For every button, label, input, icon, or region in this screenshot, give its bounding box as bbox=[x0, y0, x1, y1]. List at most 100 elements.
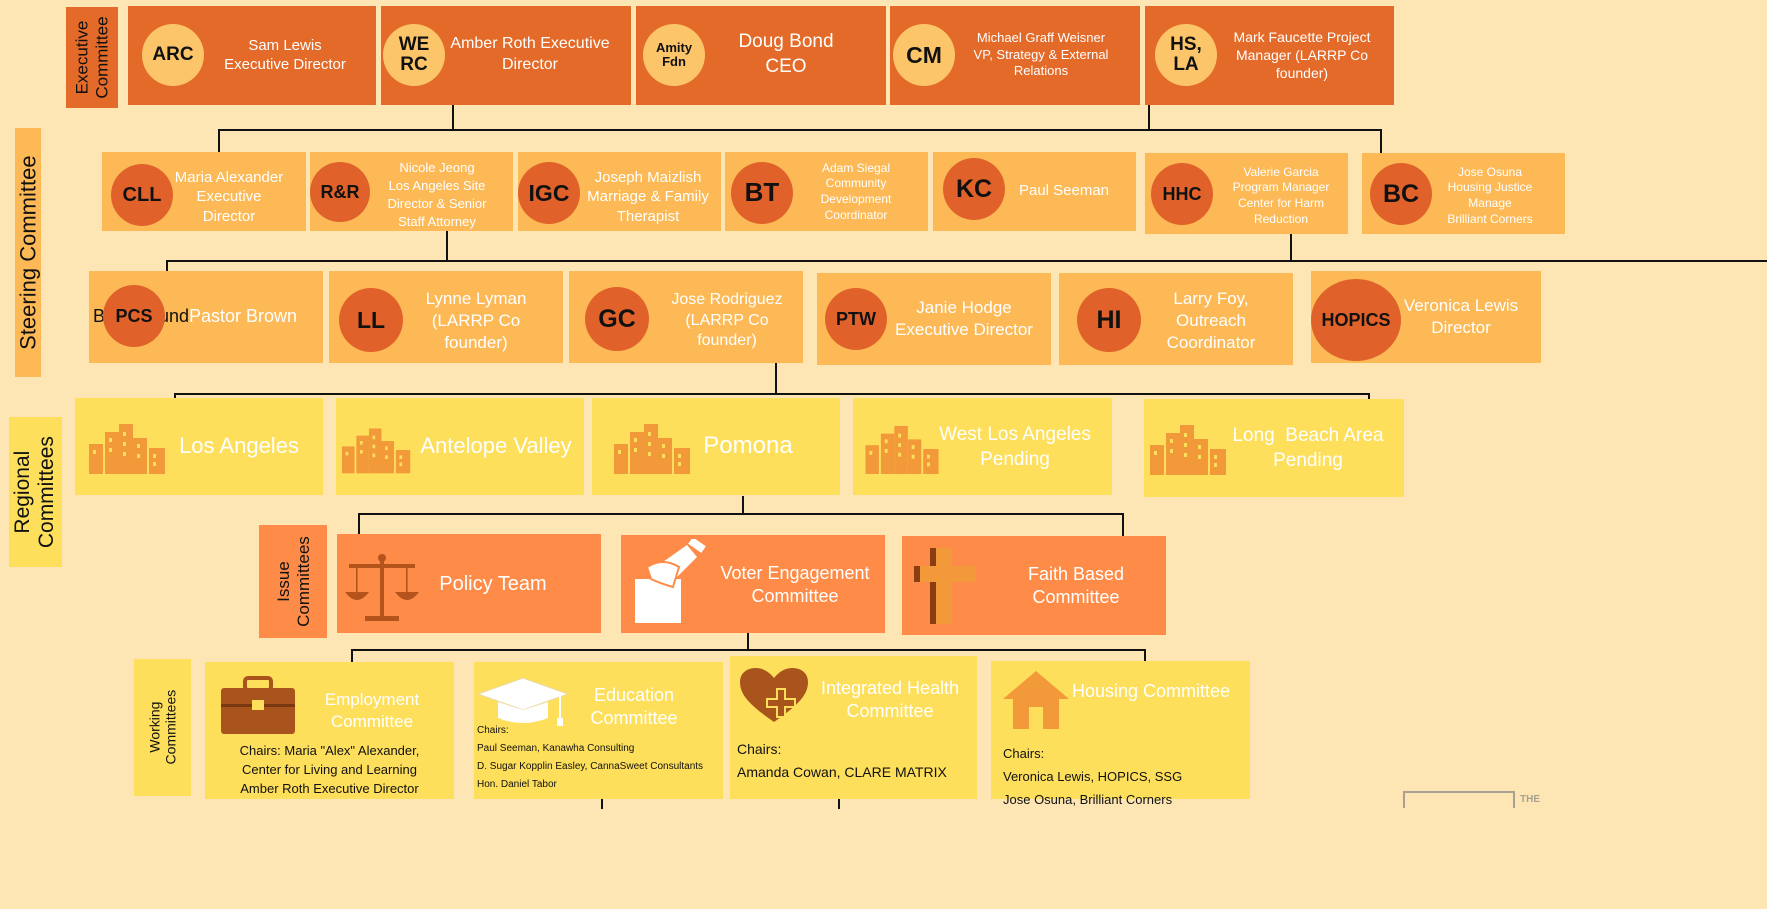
org-badge: ARC bbox=[142, 24, 204, 86]
member-text: Nicole Jeong Los Angeles Site Director &… bbox=[387, 159, 487, 230]
steering-card-ptw: PTW Janie Hodge Executive Director bbox=[817, 273, 1051, 365]
org-badge: GC bbox=[585, 287, 649, 351]
ballot-icon bbox=[635, 539, 706, 623]
briefcase-icon bbox=[221, 676, 295, 734]
member-text: Valerie Garcia Program Manager Center fo… bbox=[1232, 164, 1330, 226]
steering-card-igc: IGC Joseph Maizlish Marriage & Family Th… bbox=[518, 152, 721, 231]
steering-card-rr: R&R Nicole Jeong Los Angeles Site Direct… bbox=[310, 152, 513, 231]
regional-card-long-beach: Long Beach Area Pending bbox=[1144, 399, 1404, 497]
connector-line bbox=[174, 393, 1370, 395]
org-badge: BC bbox=[1370, 163, 1432, 225]
section-executive-label: Executive Committee bbox=[72, 16, 111, 99]
connector-line bbox=[742, 496, 744, 514]
regional-card-los-angeles: Los Angeles bbox=[75, 398, 323, 495]
heart-plus-icon bbox=[740, 668, 808, 722]
connector-line bbox=[1144, 649, 1146, 662]
issue-card-voter: Voter Engagement Committee bbox=[621, 535, 885, 633]
cross-icon bbox=[914, 548, 976, 624]
section-steering: Steering Committee bbox=[15, 128, 41, 377]
connector-line bbox=[1122, 513, 1124, 536]
member-text: Mark Faucette Project Manager (LARRP Co … bbox=[1233, 28, 1371, 82]
working-card-health: Integrated Health Committee Chairs: Aman… bbox=[730, 656, 977, 799]
member-text: Joseph Maizlish Marriage & Family Therap… bbox=[587, 168, 709, 225]
working-card-housing: Housing Committee Chairs: Veronica Lewis… bbox=[991, 661, 1250, 807]
org-badge: HI bbox=[1077, 288, 1141, 352]
city-icon bbox=[342, 428, 411, 474]
steering-card-hopics: HOPICS Veronica Lewis Director bbox=[1311, 271, 1541, 363]
executive-card-werc: WE RC Amber Roth Executive Director bbox=[381, 6, 631, 105]
regional-card-pomona: Pomona bbox=[592, 398, 840, 495]
issue-name: Faith Based Committee bbox=[1027, 563, 1125, 607]
org-badge: HS, LA bbox=[1155, 24, 1217, 86]
regional-card-antelope-valley: Antelope Valley bbox=[336, 398, 584, 495]
region-name: Pomona bbox=[703, 432, 793, 460]
city-icon bbox=[865, 425, 939, 474]
connector-line bbox=[838, 799, 840, 809]
section-working: Working Committees bbox=[134, 659, 191, 796]
city-icon bbox=[614, 424, 690, 474]
region-name: Los Angeles bbox=[179, 432, 299, 458]
regional-card-west-los-angeles: West Los Angeles Pending bbox=[853, 398, 1112, 495]
member-text: Pastor Brown bbox=[188, 306, 298, 327]
steering-card-ll: LL Lynne Lyman (LARRP Co founder) bbox=[329, 271, 563, 363]
section-issue-label: Issue Committees bbox=[273, 536, 312, 627]
working-chairs: Chairs: Paul Seeman, Kanawha Consulting … bbox=[477, 725, 704, 790]
steering-card-kc: KC Paul Seeman bbox=[933, 152, 1136, 231]
member-text: Doug Bond CEO bbox=[738, 31, 834, 77]
city-icon bbox=[1150, 425, 1226, 475]
connector-line bbox=[351, 649, 353, 662]
working-chairs: Chairs: Maria "Alex" Alexander, Center f… bbox=[239, 743, 420, 796]
working-name: Integrated Health Committee bbox=[820, 677, 960, 721]
issue-card-faith: Faith Based Committee bbox=[902, 536, 1166, 635]
city-icon bbox=[89, 424, 165, 474]
working-name: Housing Committee bbox=[1071, 681, 1231, 702]
org-badge: Amity Fdn bbox=[643, 24, 705, 86]
working-name: Employment Committee bbox=[324, 689, 420, 731]
connector-line bbox=[1290, 234, 1292, 261]
issue-card-policy: Policy Team bbox=[337, 534, 601, 633]
executive-card-cm: CM Michael Graff Weisner VP, Strategy & … bbox=[890, 6, 1140, 105]
member-text: Lynne Lyman (LARRP Co founder) bbox=[425, 288, 527, 353]
org-badge: PTW bbox=[825, 288, 887, 350]
section-regional: Regional Committees bbox=[9, 417, 62, 567]
steering-card-pcs: Background PCS Pastor Brown bbox=[89, 271, 323, 363]
section-executive: Executive Committee bbox=[66, 7, 118, 108]
connector-line bbox=[1380, 129, 1382, 153]
org-badge: BT bbox=[731, 162, 793, 224]
member-text: Veronica Lewis Director bbox=[1403, 295, 1519, 337]
member-text: Jose Osuna Housing Justice Manage Brilli… bbox=[1447, 164, 1533, 226]
executive-card-hsla: HS, LA Mark Faucette Project Manager (LA… bbox=[1145, 6, 1394, 105]
connector-line bbox=[452, 105, 454, 129]
steering-card-bt: BT Adam Siegal Community Development Coo… bbox=[725, 152, 928, 231]
scales-icon bbox=[345, 554, 419, 621]
section-steering-label: Steering Committee bbox=[15, 155, 41, 350]
member-text: Janie Hodge Executive Director bbox=[895, 297, 1033, 339]
region-name: Long Beach Area Pending bbox=[1232, 425, 1384, 471]
member-text: Paul Seeman bbox=[1018, 182, 1110, 200]
org-badge: PCS bbox=[103, 285, 165, 347]
working-chairs: Chairs: Amanda Cowan, CLARE MATRIX bbox=[737, 741, 947, 781]
section-regional-label: Regional Committees bbox=[11, 435, 59, 549]
connector-line bbox=[166, 260, 168, 272]
house-icon bbox=[1003, 671, 1069, 729]
region-name: Antelope Valley bbox=[420, 432, 572, 458]
connector-line bbox=[1148, 105, 1150, 129]
steering-card-gc: GC Jose Rodriguez (LARRP Co founder) bbox=[569, 271, 803, 363]
org-badge: HOPICS bbox=[1311, 279, 1401, 361]
org-badge: WE RC bbox=[383, 24, 445, 86]
member-text: Larry Foy, Outreach Coordinator bbox=[1166, 288, 1256, 353]
member-text: Amber Roth Executive Director bbox=[450, 35, 610, 73]
connector-line bbox=[218, 129, 1382, 131]
steering-card-hhc: HHC Valerie Garcia Program Manager Cente… bbox=[1145, 153, 1348, 234]
connector-line bbox=[218, 129, 220, 152]
org-badge: CM bbox=[893, 24, 955, 86]
region-name: West Los Angeles Pending bbox=[939, 424, 1091, 470]
org-badge: IGC bbox=[518, 162, 580, 224]
working-card-employment: Employment Committee Chairs: Maria "Alex… bbox=[205, 662, 454, 799]
org-badge: R&R bbox=[310, 162, 370, 222]
org-badge: CLL bbox=[111, 164, 173, 226]
org-badge: LL bbox=[339, 288, 403, 352]
connector-line bbox=[358, 513, 1124, 515]
org-badge: HHC bbox=[1151, 163, 1213, 225]
member-text: Adam Siegal Community Development Coordi… bbox=[820, 160, 892, 222]
